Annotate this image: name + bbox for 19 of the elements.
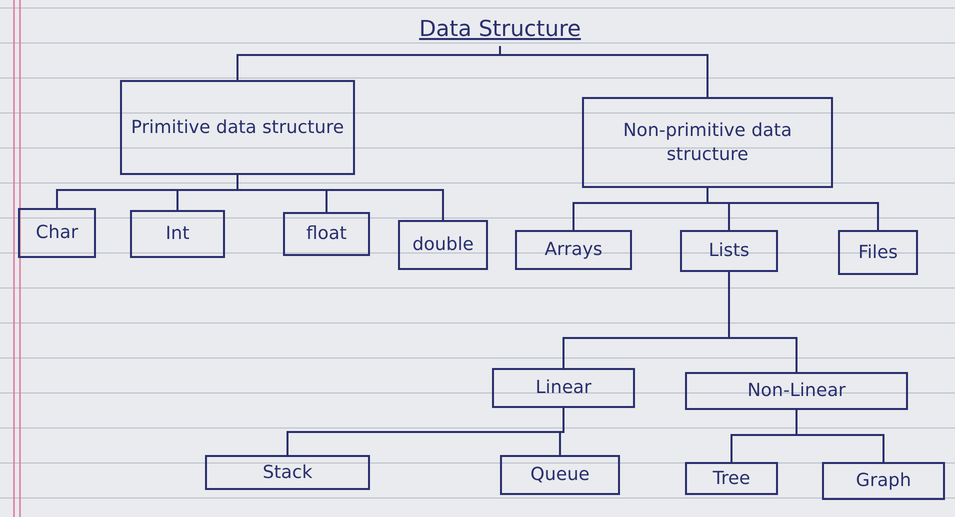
- category-box: Int: [130, 210, 225, 258]
- connector-line: [559, 408, 564, 455]
- category-box: Non-primitive data structure: [582, 97, 833, 188]
- connector-line: [728, 272, 798, 372]
- connector-line: [499, 46, 708, 97]
- category-box: Char: [18, 208, 96, 258]
- category-box: Tree: [685, 462, 778, 495]
- category-box: float: [283, 212, 370, 256]
- category-box: double: [398, 220, 488, 270]
- category-box: Arrays: [515, 230, 632, 270]
- category-box: Primitive data structure: [120, 80, 355, 175]
- category-box: Queue: [500, 455, 620, 495]
- title-text: Data Structure: [380, 14, 620, 46]
- category-box: Lists: [680, 230, 778, 272]
- category-box: Files: [838, 230, 918, 275]
- category-box: Graph: [822, 462, 945, 500]
- category-box: Stack: [205, 455, 370, 490]
- category-box: Linear: [492, 368, 635, 408]
- category-box: Non-Linear: [685, 372, 908, 410]
